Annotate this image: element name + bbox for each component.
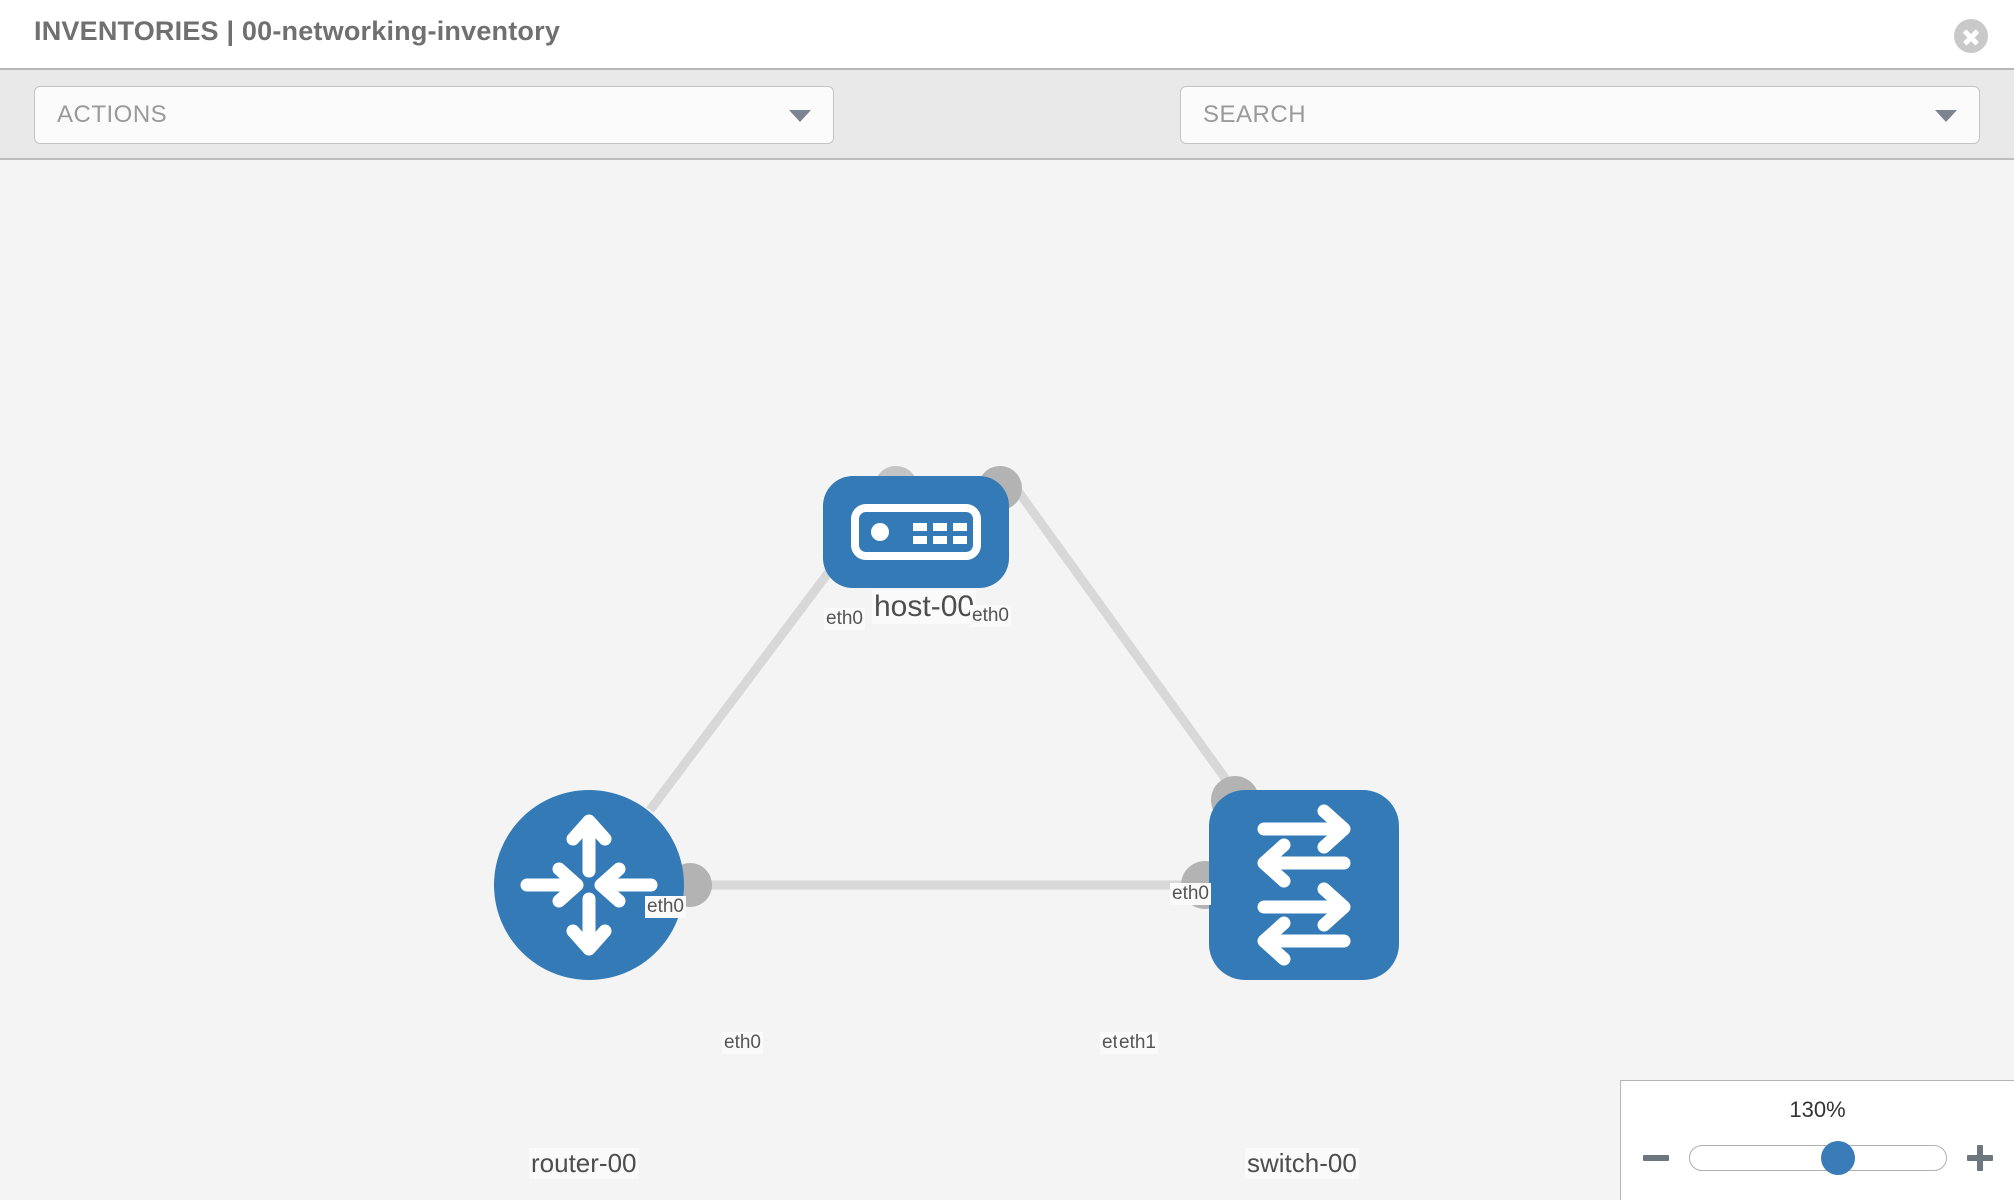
chevron-down-icon [789, 110, 811, 122]
topology-graph [494, 466, 1399, 980]
zoom-out-button[interactable] [1639, 1141, 1673, 1175]
zoom-level-value: 130% [1789, 1097, 1846, 1122]
edge-label-router-right: eth0 [722, 1032, 763, 1054]
node-label-host-00: host-00 [872, 590, 977, 624]
edge-label-host-left: eth0 [824, 608, 865, 630]
actions-dropdown-label: ACTIONS [57, 101, 168, 128]
close-icon[interactable] [1954, 19, 1988, 53]
search-placeholder: SEARCH [1203, 101, 1307, 128]
page-title: INVENTORIES | 00-networking-inventory [34, 16, 561, 46]
zoom-control-panel: 130% [1620, 1080, 2014, 1200]
node-host-00[interactable] [823, 476, 1009, 588]
node-switch-00[interactable] [1209, 790, 1399, 980]
node-label-switch-00: switch-00 [1245, 1148, 1359, 1179]
edge-label-switch-uplink: eth0 [1170, 883, 1211, 905]
actions-dropdown[interactable]: ACTIONS [34, 86, 834, 144]
page-header: INVENTORIES | 00-networking-inventory [0, 0, 2014, 70]
zoom-in-button[interactable] [1963, 1141, 1997, 1175]
link-host-switch[interactable] [1006, 477, 1234, 788]
node-router-00[interactable] [494, 790, 684, 980]
node-label-router-00: router-00 [529, 1148, 639, 1179]
zoom-slider-row [1621, 1137, 2014, 1179]
zoom-slider-track[interactable] [1688, 1141, 1947, 1175]
edge-label-host-right: eth0 [970, 605, 1011, 627]
chevron-down-icon [1935, 110, 1957, 122]
toolbar: ACTIONS SEARCH [0, 70, 2014, 196]
search-field[interactable]: SEARCH [1180, 86, 1980, 144]
edge-label-switch-left-b: eth1 [1117, 1032, 1158, 1054]
topology-canvas[interactable]: host-00 router-00 switch-00 eth0 eth0 et… [0, 160, 2014, 1200]
zoom-slider-thumb[interactable] [1820, 1141, 1855, 1175]
edge-label-router-uplink: eth0 [645, 896, 686, 918]
